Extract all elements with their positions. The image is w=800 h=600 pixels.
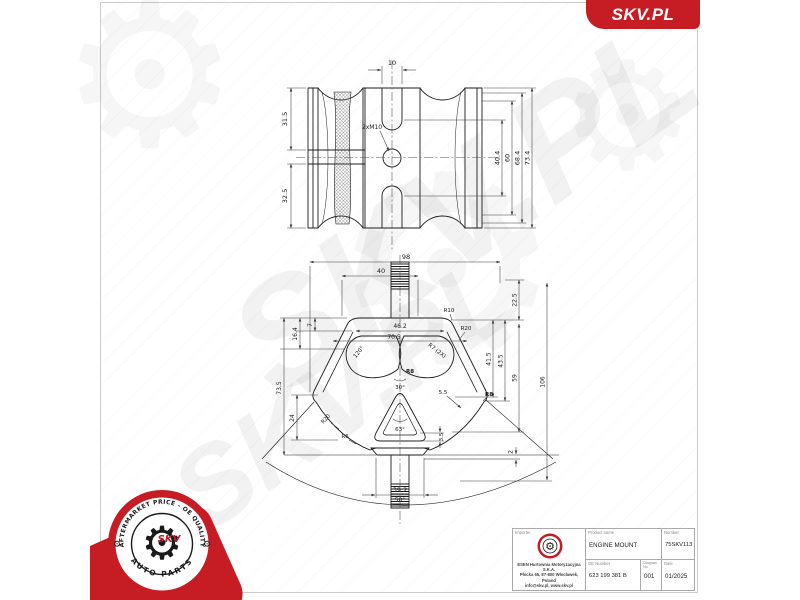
company-line1: ESEN Hurtownia Motoryzacyjna S.K.A. [517, 561, 581, 572]
top-view-dim-labels: 10 31.5 32.5 2xM10 40.4 60 68.4 73.4 [281, 59, 532, 203]
dim-label-wing-radius: R7 (2X) [427, 342, 447, 359]
front-view-dim-labels: 98 40 46.2 70.5 7 16.4 24 73.5 120° R7 (… [276, 253, 547, 504]
dim-label-43-5: 43.5 [498, 354, 505, 368]
number-label: Number [664, 530, 679, 535]
badge-side-gear-icon: ⚙ [203, 540, 211, 550]
dim-label-r20-left: R20 [320, 413, 332, 425]
dim-label-59: 59 [512, 374, 519, 382]
top-view-dimensions [287, 66, 536, 229]
company-line3: info@skv.pl, www.skv.pl [525, 582, 573, 588]
dim-label-63deg: 63° [395, 427, 405, 433]
title-block-importer-cell: Importer ⚙ ESEN Hurtownia Motoryzacyjna … [512, 528, 586, 591]
title-block-oe-cell: OE Number 623 199 381 B [585, 559, 641, 591]
dim-label-right2: 60 [504, 154, 512, 162]
title-block-date-cell: Date 01/2025 [661, 559, 695, 591]
dim-label-right4: 73.4 [524, 151, 532, 165]
svg-text:⚙: ⚙ [545, 540, 555, 553]
badge-side-gear-icon: ⚙ [113, 540, 121, 550]
badge-center-gear-icon: ⚙ [141, 516, 182, 570]
date-label: Date [664, 561, 673, 566]
dim-label-41-5: 41.5 [486, 352, 493, 366]
dim-label-r10: R10 [444, 308, 455, 314]
skv-badge: AFTERMARKET PRICE - OE QUALITY AUTO PART… [90, 490, 243, 600]
diagram-label: Diagram No [643, 561, 658, 569]
dim-label-98: 98 [402, 253, 410, 261]
dim-label-r8-br: R8 [485, 392, 493, 398]
dim-label-30deg: 30° [395, 385, 405, 391]
dim-label-left-upper: 31.5 [281, 112, 289, 126]
dim-label-7: 7 [307, 323, 314, 327]
dim-label-24: 24 [289, 414, 296, 422]
oe-value: 623 199 381 B [589, 573, 627, 579]
dim-label-70-5: 70.5 [387, 334, 401, 341]
dim-label-3-5: 3.5 [439, 432, 445, 441]
dim-label-slot: 10 [388, 59, 396, 67]
dim-label-16-4: 16.4 [292, 327, 299, 341]
dim-label-r6: R6 [341, 434, 349, 440]
company-line2: Płocka 65, 87-800 Włocławek, Poland [519, 572, 579, 583]
product-value: ENGINE MOUNT [589, 542, 638, 549]
dim-label-106: 106 [540, 376, 547, 388]
dim-label-39-2: 39.2 [393, 486, 407, 494]
drawing-sheet-border [100, 2, 698, 593]
top-view-centerlines [296, 60, 500, 252]
title-block-diagram-cell: Diagram No 001 [640, 559, 662, 591]
title-block-product-cell: Product name ENGINE MOUNT [585, 528, 662, 560]
number-value: 75SKV113 [665, 542, 693, 548]
dim-label-40: 40 [377, 267, 385, 275]
diagram-value: 001 [644, 573, 655, 580]
importer-label: Importer [515, 530, 531, 535]
front-view-dimensions [280, 260, 552, 498]
skv-logo-banner: SKV.PL [586, 0, 700, 29]
top-view-outline [307, 87, 483, 229]
dim-label-r8-center: R8 [406, 369, 414, 375]
title-block: Importer ⚙ ESEN Hurtownia Motoryzacyjna … [512, 528, 695, 591]
dim-label-right3: 68.4 [514, 151, 522, 165]
title-block-number-cell: Number 75SKV113 [661, 528, 695, 560]
company-address: ESEN Hurtownia Motoryzacyjna S.K.A. Płoc… [514, 562, 584, 588]
dim-label-22-5: 22.5 [512, 293, 519, 307]
badge-center-skv-text: SKV [158, 534, 182, 545]
title-block-logo: ⚙ [537, 533, 563, 559]
skv-logo-text: SKV.PL [611, 4, 675, 24]
dim-label-right1: 40.4 [494, 151, 502, 165]
dim-label-5-5: 5.5 [439, 390, 448, 396]
dim-label-50deg: 50° [395, 497, 406, 504]
oe-label: OE Number [588, 561, 611, 566]
dim-label-left-lower: 32.5 [281, 189, 289, 203]
dim-label-r20-right: R20 [461, 326, 472, 332]
dim-label-wing-angle: 120° [353, 345, 366, 359]
dim-label-73-5: 73.5 [276, 381, 283, 395]
date-value: 01/2025 [665, 573, 688, 580]
dim-label-hole: 2xM10 [362, 124, 382, 131]
product-label: Product name [588, 530, 615, 535]
dim-label-2: 2 [508, 450, 515, 454]
dim-label-46-2: 46.2 [393, 323, 407, 330]
